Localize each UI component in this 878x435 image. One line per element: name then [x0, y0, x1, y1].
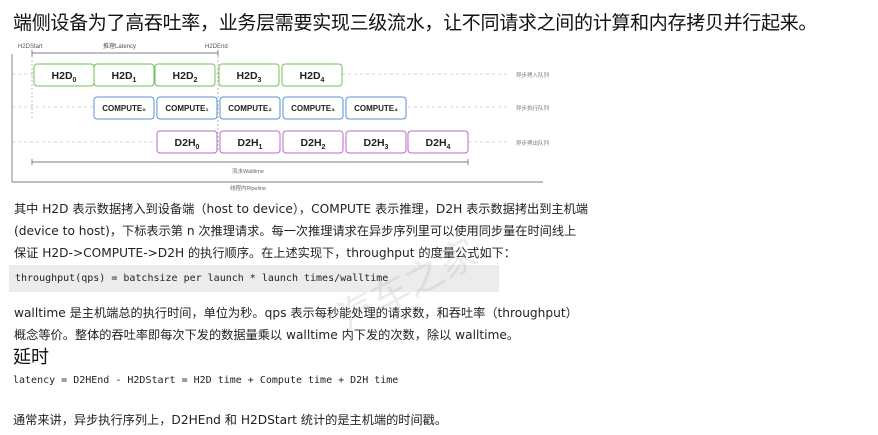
svg-text:H2D3: H2D3 [237, 70, 262, 84]
latency-label: 推理Latency [103, 42, 136, 50]
page-heading: 端侧设备为了高吞吐率，业务层需要实现三级流水，让不同请求之间的计算和内存拷贝并行… [13, 12, 818, 34]
queue-label-compute: 异步执行队列 [516, 104, 550, 112]
d2h-box-1: D2H1 [219, 130, 281, 154]
compute-box-0: COMPUTE₀ [93, 96, 155, 120]
svg-text:D2H4: D2H4 [426, 137, 451, 151]
svg-text:COMPUTE₂: COMPUTE₂ [228, 104, 272, 113]
svg-text:COMPUTE₀: COMPUTE₀ [102, 104, 146, 113]
timestamp-note: 通常来讲，异步执行序列上，D2HEnd 和 H2DStart 统计的是主机端的时… [13, 413, 448, 427]
h2d-box-4: H2D4 [281, 63, 343, 87]
walltime-label: 流水Walltime [232, 167, 264, 175]
d2h-box-0: D2H0 [156, 130, 218, 154]
latency-section-title: 延时 [13, 347, 49, 368]
svg-text:D2H0: D2H0 [175, 137, 200, 151]
compute-box-1: COMPUTE₁ [156, 96, 218, 120]
compute-box-3: COMPUTE₃ [282, 96, 344, 120]
h2d-end-label: H2DEnd [205, 44, 228, 50]
latency-formula: latency = D2HEnd - H2DStart = H2D time +… [13, 375, 399, 386]
compute-box-4: COMPUTE₄ [345, 96, 407, 120]
paragraph-intro-line-3: 保证 H2D->COMPUTE->D2H 的执行顺序。在上述实现下，throug… [14, 246, 516, 260]
svg-text:D2H3: D2H3 [364, 137, 389, 151]
queue-label-h2d: 异步拷入队列 [516, 71, 550, 79]
h2d-box-2: H2D2 [154, 63, 216, 87]
d2h-box-4: D2H4 [407, 130, 469, 154]
compute-box-2: COMPUTE₂ [219, 96, 281, 120]
svg-text:D2H1: D2H1 [238, 137, 263, 151]
throughput-code-block: throughput(qps) = batchsize per launch *… [9, 265, 499, 292]
h2d-start-label: H2DStart [18, 44, 43, 50]
paragraph-walltime: walltime 是主机端总的执行时间，单位为秒。qps 表示每秒能处理的请求数… [14, 302, 578, 346]
paragraph-walltime-line-2: 概念等价。整体的吞吐率即每次下发的数据量乘以 walltime 内下发的次数，除… [14, 328, 520, 342]
h2d-box-3: H2D3 [218, 63, 280, 87]
throughput-formula: throughput(qps) = batchsize per launch *… [15, 273, 389, 284]
pipeline-label: 线程内Pipeline [230, 184, 266, 192]
svg-text:H2D2: H2D2 [173, 70, 198, 84]
paragraph-intro-line-2: (device to host)，下标表示第 n 次推理请求。每一次推理请求在异… [14, 224, 577, 238]
paragraph-intro-line-1: 其中 H2D 表示数据拷入到设备端（host to device），COMPUT… [14, 202, 588, 216]
pipeline-diagram: H2DStart 推理Latency H2DEnd H2D0 H2D1 H2D2… [11, 42, 550, 192]
paragraph-intro: 其中 H2D 表示数据拷入到设备端（host to device），COMPUT… [14, 198, 588, 264]
svg-text:H2D4: H2D4 [300, 70, 325, 84]
svg-text:D2H2: D2H2 [301, 137, 326, 151]
svg-text:COMPUTE₃: COMPUTE₃ [291, 104, 335, 113]
d2h-box-2: D2H2 [282, 130, 344, 154]
svg-text:H2D1: H2D1 [112, 70, 137, 84]
queue-label-d2h: 异步拷出队列 [516, 139, 550, 147]
paragraph-walltime-line-1: walltime 是主机端总的执行时间，单位为秒。qps 表示每秒能处理的请求数… [14, 306, 578, 320]
svg-text:COMPUTE₄: COMPUTE₄ [354, 104, 398, 113]
svg-text:COMPUTE₁: COMPUTE₁ [165, 104, 209, 113]
h2d-box-0: H2D0 [33, 63, 95, 87]
h2d-box-1: H2D1 [93, 63, 155, 87]
svg-text:H2D0: H2D0 [52, 70, 77, 84]
d2h-box-3: D2H3 [345, 130, 407, 154]
